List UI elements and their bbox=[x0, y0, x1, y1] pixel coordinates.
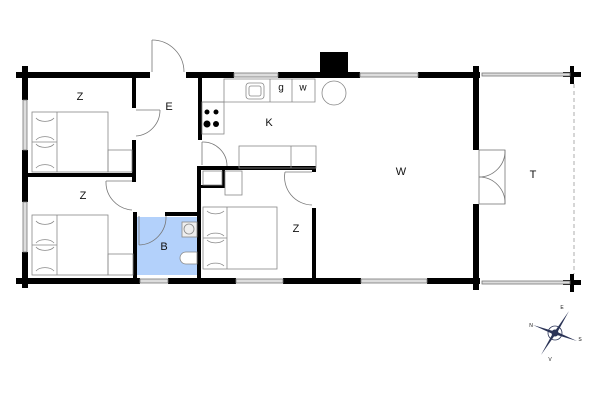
room-label-kitchen: K bbox=[265, 117, 273, 129]
room-label-bedroom-1: Z bbox=[76, 91, 84, 103]
room-label-bathroom: B bbox=[160, 241, 168, 253]
compass-icon bbox=[533, 311, 577, 355]
appliance-label-gas: g bbox=[278, 82, 284, 94]
room-label-terrace: T bbox=[529, 169, 537, 181]
compass-s-label: S bbox=[578, 337, 582, 343]
compass-n-label: N bbox=[529, 323, 533, 329]
room-label-bedroom-3: Z bbox=[292, 223, 300, 235]
exterior-walls bbox=[16, 52, 581, 292]
furniture bbox=[31, 78, 347, 276]
compass-e-label: E bbox=[560, 305, 564, 311]
compass-w-label: V bbox=[548, 357, 552, 363]
room-label-bedroom-2: Z bbox=[79, 190, 87, 202]
room-label-living-room: W bbox=[395, 166, 407, 178]
room-label-entrance: E bbox=[165, 101, 173, 113]
hob-icon bbox=[203, 109, 219, 128]
doors bbox=[105, 39, 506, 246]
windows bbox=[22, 72, 571, 285]
appliance-label-washer: w bbox=[299, 82, 307, 94]
